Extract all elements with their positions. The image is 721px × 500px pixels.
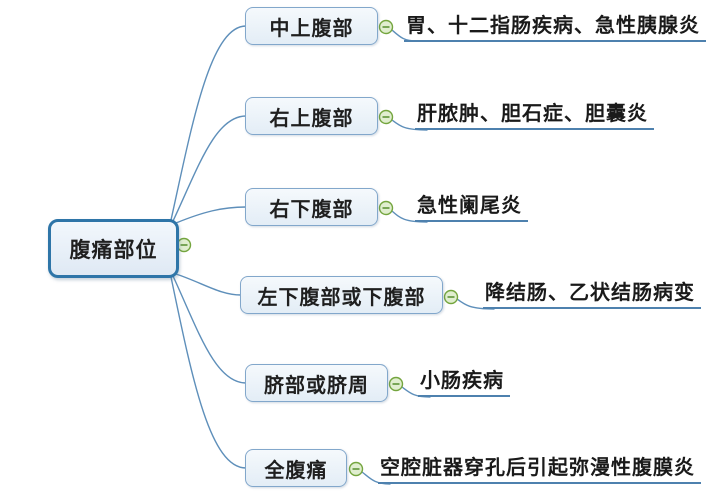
root-connector bbox=[172, 275, 247, 384]
branch-topic-right-lower-abdomen[interactable]: 右下腹部 bbox=[245, 188, 378, 226]
leaf-topic-whole-abdomen-detail[interactable]: 空腔脏器穿孔后引起弥漫性腹膜炎 bbox=[378, 456, 701, 484]
root-connector bbox=[172, 115, 247, 222]
root-connector bbox=[170, 276, 247, 469]
leaf-topic-mid-upper-detail[interactable]: 胃、十二指肠疾病、急性胰腺炎 bbox=[404, 14, 706, 42]
collapse-icon[interactable] bbox=[443, 289, 459, 305]
collapse-icon[interactable] bbox=[348, 461, 364, 477]
leaf-topic-periumbilical-detail[interactable]: 小肠疾病 bbox=[418, 369, 510, 397]
root-connector bbox=[175, 206, 247, 224]
branch-topic-whole-abdomen[interactable]: 全腹痛 bbox=[245, 449, 347, 487]
branch-topic-periumbilical[interactable]: 脐部或脐周 bbox=[245, 364, 388, 402]
collapse-icon[interactable] bbox=[378, 19, 394, 35]
branch-topic-left-lower-abdomen[interactable]: 左下腹部或下腹部 bbox=[240, 276, 443, 314]
root-connector bbox=[175, 273, 242, 296]
root-connector bbox=[170, 25, 247, 221]
leaf-topic-right-upper-detail[interactable]: 肝脓肿、胆石症、胆囊炎 bbox=[415, 102, 654, 130]
collapse-icon[interactable] bbox=[176, 237, 192, 253]
leaf-topic-left-lower-detail[interactable]: 降结肠、乙状结肠病变 bbox=[483, 281, 701, 309]
branch-topic-right-upper-abdomen[interactable]: 右上腹部 bbox=[245, 97, 378, 135]
branch-topic-mid-upper-abdomen[interactable]: 中上腹部 bbox=[245, 7, 378, 45]
collapse-icon[interactable] bbox=[378, 200, 394, 216]
collapse-icon[interactable] bbox=[378, 109, 394, 125]
collapse-icon[interactable] bbox=[388, 376, 404, 392]
leaf-topic-right-lower-detail[interactable]: 急性阑尾炎 bbox=[415, 194, 528, 222]
central-topic[interactable]: 腹痛部位 bbox=[48, 219, 179, 278]
